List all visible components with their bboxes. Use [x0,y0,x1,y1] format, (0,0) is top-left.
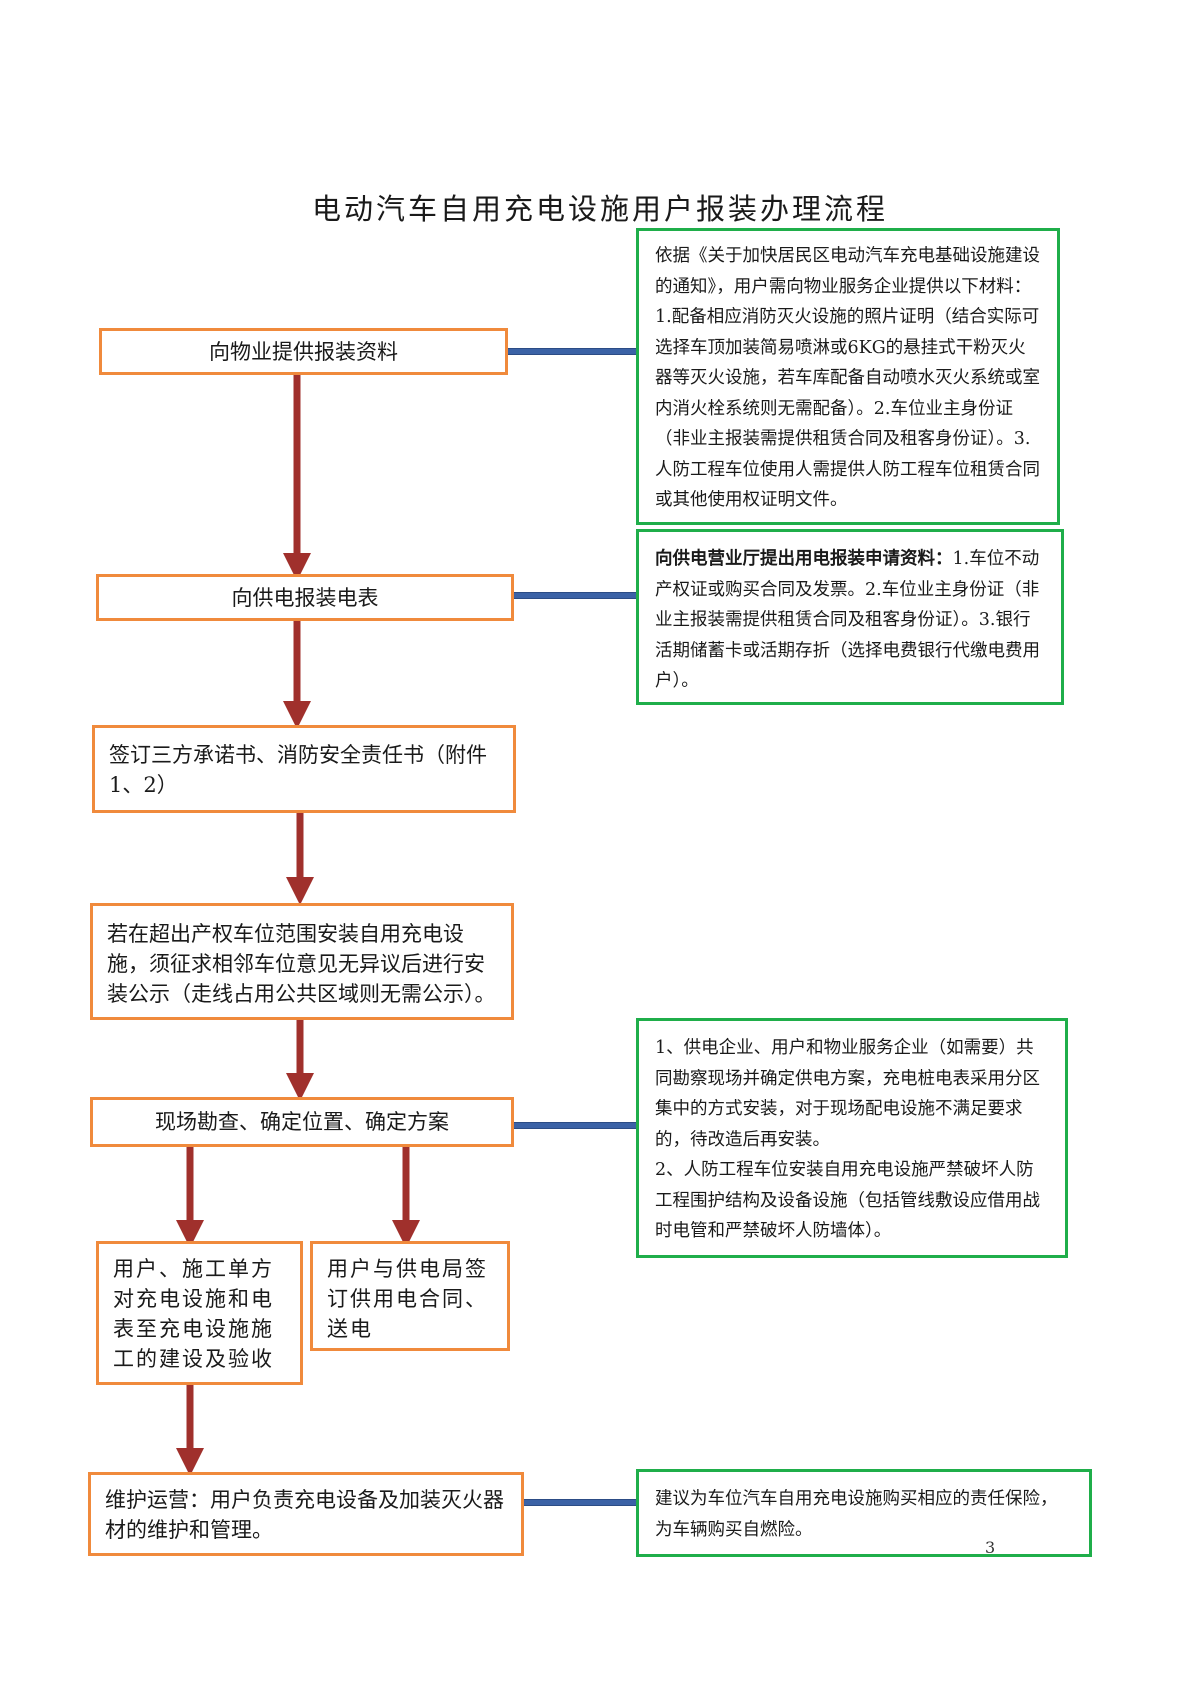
step-power-contract-text: 用户与供电局签订供用电合同、送电 [327,1257,488,1341]
step-construction-acceptance: 用户、施工单方对充电设施和电表至充电设施施工的建设及验收 [96,1241,303,1385]
step-apply-meter: 向供电报装电表 [96,574,514,621]
step-sign-commitment: 签订三方承诺书、消防安全责任书（附件1、2） [92,725,516,813]
step-public-notice-text: 若在超出产权车位范围安装自用充电设施，须征求相邻车位意见无异议后进行安装公示（走… [107,922,496,1006]
step-apply-meter-text: 向供电报装电表 [231,585,379,610]
step-public-notice: 若在超出产权车位范围安装自用充电设施，须征求相邻车位意见无异议后进行安装公示（走… [90,903,514,1020]
step-power-contract: 用户与供电局签订供用电合同、送电 [310,1241,510,1351]
page-number: 3 [985,1538,996,1557]
connector-s1-n1 [508,348,636,355]
page-title: 电动汽车自用充电设施用户报装办理流程 [311,192,888,226]
connector-s8-n4 [524,1499,636,1506]
note-survey-details-p2: 2、人防工程车位安装自用充电设施严禁破坏人防工程围护结构及设备设施（包括管线敷设… [655,1160,1040,1241]
step-site-survey-text: 现场勘查、确定位置、确定方案 [155,1110,449,1134]
connector-s2-n2 [514,592,636,599]
step-maintenance-text: 维护运营：用户负责充电设备及加装灭火器材的维护和管理。 [105,1488,504,1542]
note-insurance-text: 建议为车位汽车自用充电设施购买相应的责任保险，为车辆购买自燃险。 [655,1489,1058,1540]
note-insurance: 建议为车位汽车自用充电设施购买相应的责任保险，为车辆购买自燃险。 [636,1469,1092,1557]
note-meter-materials: 向供电营业厅提出用电报装申请资料：1.车位不动产权证或购买合同及发票。2.车位业… [636,529,1064,705]
step-site-survey: 现场勘查、确定位置、确定方案 [90,1097,514,1147]
note-survey-details-p1: 1、供电企业、用户和物业服务企业（如需要）共同勘察现场并确定供电方案，充电桩电表… [655,1038,1040,1150]
note-meter-materials-text: 1.车位不动产权证或购买合同及发票。2.车位业主身份证（非业主报装需提供租赁合同… [655,549,1040,691]
note-survey-details: 1、供电企业、用户和物业服务企业（如需要）共同勘察现场并确定供电方案，充电桩电表… [636,1018,1068,1258]
step-provide-materials-text: 向物业提供报装资料 [209,339,398,364]
step-maintenance: 维护运营：用户负责充电设备及加装灭火器材的维护和管理。 [88,1472,524,1556]
step-sign-commitment-text: 签订三方承诺书、消防安全责任书（附件1、2） [109,743,487,797]
note-meter-materials-heading: 向供电营业厅提出用电报装申请资料： [655,549,953,569]
step-construction-acceptance-text: 用户、施工单方对充电设施和电表至充电设施施工的建设及验收 [113,1257,274,1371]
connector-s5-n3 [513,1122,636,1129]
step-provide-materials: 向物业提供报装资料 [99,328,508,375]
note-property-materials: 依据《关于加快居民区电动汽车充电基础设施建设的通知》，用户需向物业服务企业提供以… [636,228,1060,525]
note-property-materials-text: 依据《关于加快居民区电动汽车充电基础设施建设的通知》，用户需向物业服务企业提供以… [655,246,1040,510]
